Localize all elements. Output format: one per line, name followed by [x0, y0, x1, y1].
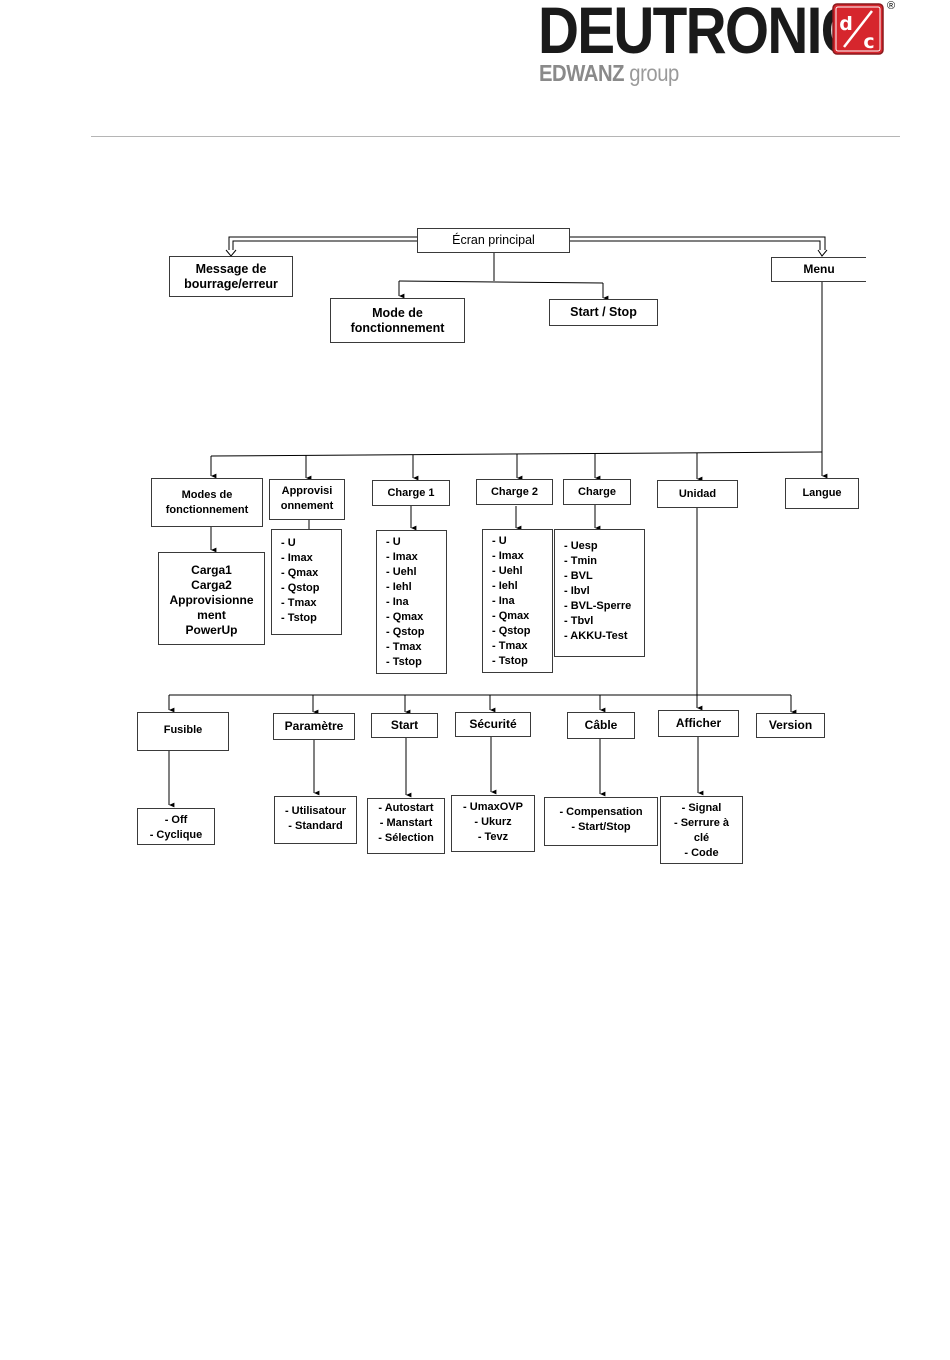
registered-mark: ®: [887, 0, 896, 12]
charge2-item: - Iehl: [492, 580, 518, 592]
securite-box: Sécurité: [455, 712, 531, 737]
charge2-item: - Ina: [492, 595, 515, 607]
connector-mode-branch: [398, 280, 604, 284]
securite-item: - Ukurz: [474, 816, 512, 828]
parametre-box: Paramètre: [273, 713, 355, 740]
charge1-item: - Tstop: [386, 656, 422, 668]
approv-item: - Tmax: [281, 597, 317, 609]
connector-ecran-message-2: [232, 240, 418, 252]
menu-box: Menu: [771, 257, 866, 282]
charge2-item: - Tmax: [492, 640, 528, 652]
cable-item: - Compensation: [559, 806, 643, 818]
charge1-item: - Ina: [386, 596, 409, 608]
charge2-item: - Uehl: [492, 565, 523, 577]
mode-fonctionnement-box: Mode de fonctionnement: [330, 298, 465, 343]
afficher-box: Afficher: [658, 710, 739, 737]
afficher-item: - Serrure à clé: [673, 817, 730, 844]
approv-item: - Imax: [281, 552, 313, 564]
securite-list: - UmaxOVP - Ukurz - Tevz: [451, 795, 535, 852]
afficher-item: - Signal: [681, 802, 722, 814]
charge2-box: Charge 2: [476, 479, 553, 505]
charge1-item: - Qmax: [386, 611, 424, 623]
charge-item: - Tbvl: [564, 615, 594, 627]
approv-item: - Tstop: [281, 612, 317, 624]
parametre-item: - Standard: [288, 820, 343, 832]
connector-ecran-menu: [569, 236, 826, 252]
dc-badge-icon: d c: [832, 3, 884, 55]
modes-item: Carga1: [191, 563, 232, 577]
connector-ecran-menu-arrow: [817, 249, 828, 257]
cable-list: - Compensation - Start/Stop: [544, 797, 658, 846]
group-name: EDWANZ group: [539, 60, 679, 87]
charge2-list: - U - Imax - Uehl - Iehl - Ina - Qmax - …: [482, 529, 553, 673]
unidad-box: Unidad: [657, 480, 738, 508]
charge-item: - Ibvl: [564, 585, 590, 597]
afficher-list: - Signal - Serrure à clé - Code: [660, 796, 743, 864]
parametre-item: - Utilisatour: [284, 805, 347, 817]
header-divider: [91, 136, 900, 137]
modes-fonctionnement-box: Modes de fonctionnement: [151, 478, 263, 527]
start-stop-box: Start / Stop: [549, 299, 658, 326]
securite-item: - Tevz: [477, 831, 509, 843]
deutronic-logo: DEUTRONIC EDWANZ group d c ®: [536, 0, 900, 90]
message-box: Message de bourrage/erreur: [169, 256, 293, 297]
afficher-item: - Code: [684, 847, 719, 859]
version-box: Version: [756, 713, 825, 738]
svg-text:c: c: [863, 31, 874, 53]
connector-ecran-message: [228, 236, 418, 252]
charge2-item: - U: [492, 535, 507, 547]
charge1-box: Charge 1: [372, 480, 450, 506]
langue-box: Langue: [785, 478, 859, 509]
charge2-item: - Qmax: [492, 610, 530, 622]
approvisionnement-box: Approvisi onnement: [269, 479, 345, 520]
charge1-item: - Qstop: [386, 626, 425, 638]
fusible-box: Fusible: [137, 712, 229, 751]
charge1-item: - Iehl: [386, 581, 412, 593]
start-item: - Sélection: [378, 832, 434, 844]
charge1-list: - U - Imax - Uehl - Iehl - Ina - Qmax - …: [376, 530, 447, 674]
group-name-bold: EDWANZ: [539, 60, 625, 86]
charge1-item: - Uehl: [386, 566, 417, 578]
group-name-light: group: [629, 60, 679, 86]
parametre-list: - Utilisatour - Standard: [274, 796, 357, 844]
start-item: - Autostart: [378, 802, 434, 814]
approv-list: - U - Imax - Qmax - Qstop - Tmax - Tstop: [271, 529, 342, 635]
approv-item: - Qstop: [281, 582, 320, 594]
charge2-item: - Imax: [492, 550, 524, 562]
svg-text:d: d: [839, 13, 853, 35]
brand-name: DEUTRONIC: [538, 0, 862, 67]
approv-item: - U: [281, 537, 296, 549]
charge-item: - Tmin: [564, 555, 597, 567]
charge2-item: - Tstop: [492, 655, 528, 667]
modes-item: Approvisionne ment: [169, 593, 254, 622]
charge1-item: - U: [386, 536, 401, 548]
charge-item: - BVL: [564, 570, 593, 582]
charge-item: - Uesp: [564, 540, 598, 552]
approv-item: - Qmax: [281, 567, 319, 579]
fusible-item: - Cyclique: [149, 829, 203, 841]
start-item: - Manstart: [379, 817, 433, 829]
charge-item: - BVL-Sperre: [564, 600, 632, 612]
ecran-principal-box: Écran principal: [417, 228, 570, 253]
modes-item: PowerUp: [185, 623, 238, 637]
connector-ecran-menu-2: [569, 240, 821, 252]
fusible-item: - Off: [164, 814, 188, 826]
cable-box: Câble: [567, 712, 635, 739]
securite-item: - UmaxOVP: [463, 801, 523, 813]
charge-list: - Uesp - Tmin - BVL - Ibvl - BVL-Sperre …: [554, 529, 645, 657]
fusible-list: - Off - Cyclique: [137, 808, 215, 845]
charge1-item: - Imax: [386, 551, 418, 563]
modes-item: Carga2: [191, 578, 232, 592]
charge-box: Charge: [563, 479, 631, 505]
modes-list: Carga1 Carga2 Approvisionne ment PowerUp: [158, 552, 265, 645]
start-list: - Autostart - Manstart - Sélection: [367, 798, 445, 854]
charge1-item: - Tmax: [386, 641, 422, 653]
charge2-item: - Qstop: [492, 625, 531, 637]
cable-item: - Start/Stop: [571, 821, 631, 833]
charge-item: - AKKU-Test: [564, 630, 628, 642]
start-box: Start: [371, 713, 438, 738]
